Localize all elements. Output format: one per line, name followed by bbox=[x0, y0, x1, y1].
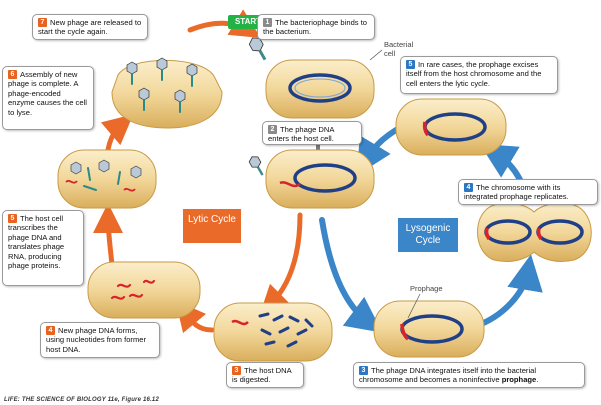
step-number: 3 bbox=[359, 366, 368, 375]
cell-new-phage-dna bbox=[87, 261, 201, 319]
step-text: New phage DNA forms, using nucleotides f… bbox=[46, 326, 147, 354]
step-number: 4 bbox=[46, 326, 55, 335]
cell-attach bbox=[248, 37, 375, 119]
lytic-cycle-label: Lytic Cycle bbox=[183, 209, 241, 243]
cell-lysing bbox=[111, 57, 223, 129]
step-text-end: . bbox=[536, 375, 539, 385]
step-text: The chromosome with its integrated proph… bbox=[464, 183, 569, 202]
step-text: New phage are released to start the cycl… bbox=[38, 18, 142, 37]
arrow-newdna-to-transcribe bbox=[93, 203, 124, 268]
step-text: The bacteriophage binds to the bacterium… bbox=[263, 18, 368, 37]
step-text: The host cell transcribes the phage DNA … bbox=[8, 214, 65, 271]
step-text: The host DNA is digested. bbox=[232, 366, 292, 385]
figure-credit: LIFE: THE SCIENCE OF BIOLOGY 11e, Figure… bbox=[4, 397, 160, 403]
step-text: In rare cases, the prophage excises itse… bbox=[406, 60, 542, 88]
step-number: 4 bbox=[464, 183, 473, 192]
lysogenic-cycle-label: Lysogenic Cycle bbox=[398, 218, 458, 252]
arrow-enter-to-integrate bbox=[319, 217, 383, 333]
step-text: The phage DNA integrates itself into the… bbox=[359, 366, 537, 385]
step-text: The phage DNA enters the host cell. bbox=[268, 125, 335, 144]
bacterial-cell-pointer bbox=[369, 49, 383, 61]
arrow-digest-to-newdna bbox=[175, 300, 215, 334]
prophage-term: prophage bbox=[501, 375, 537, 385]
cell-prophage-excise bbox=[395, 98, 507, 156]
cell-prophage-integrated bbox=[373, 300, 485, 358]
step-text: Assembly of new phage is complete. A pha… bbox=[8, 70, 87, 117]
cell-dna-entered bbox=[248, 149, 375, 209]
prophage-label: Prophage bbox=[410, 284, 443, 293]
cell-phage-proteins bbox=[57, 149, 157, 209]
cell-host-dna-digested bbox=[213, 302, 333, 362]
arrow-enter-to-digest bbox=[259, 212, 303, 316]
step-number: 1 bbox=[263, 18, 272, 27]
bacterial-cell-label: Bacterial cell bbox=[384, 40, 414, 58]
step-number: 2 bbox=[268, 125, 277, 134]
step-number: 5 bbox=[8, 214, 17, 223]
arrow-transcribe-to-assembly bbox=[100, 114, 134, 153]
step-number: 5 bbox=[406, 60, 415, 69]
step-number: 3 bbox=[232, 366, 241, 375]
step-number: 6 bbox=[8, 70, 17, 79]
prophage-pointer bbox=[407, 293, 421, 319]
step-number: 7 bbox=[38, 18, 47, 27]
arrow-excise-to-enter bbox=[356, 127, 399, 176]
cell-dividing bbox=[477, 202, 592, 262]
